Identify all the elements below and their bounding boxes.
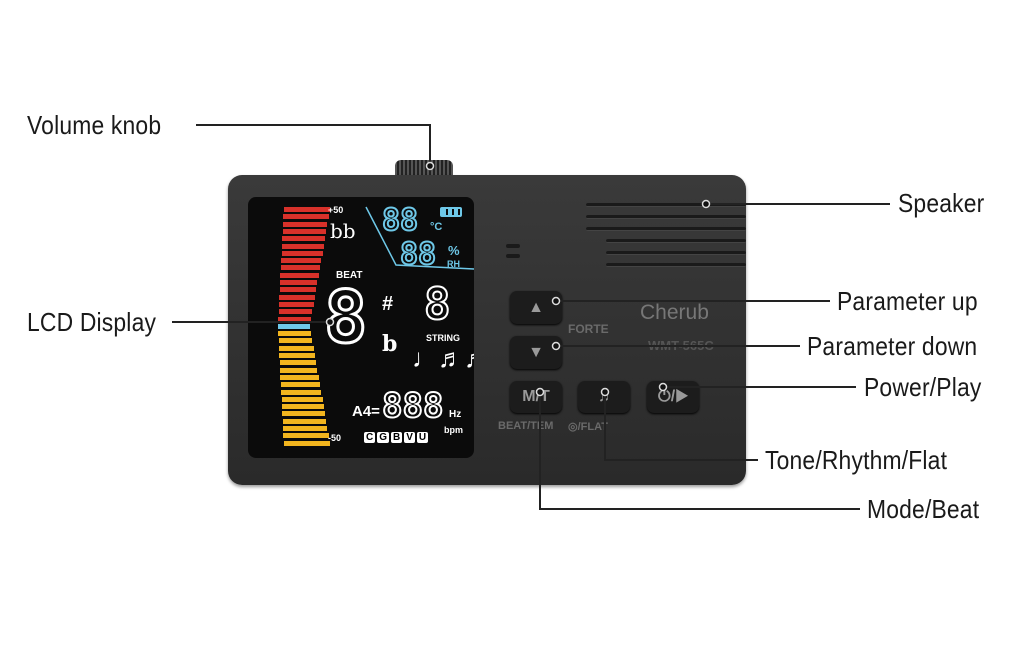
meter-bar-flat bbox=[280, 374, 319, 380]
flat-symbol: b bbox=[382, 331, 398, 357]
meter-bar-sharp bbox=[282, 228, 327, 234]
meter-bar-sharp bbox=[282, 221, 328, 227]
label-power-play: Power/Play bbox=[864, 372, 982, 402]
meter-bar-flat bbox=[279, 360, 317, 366]
meter-bar-flat bbox=[282, 418, 327, 424]
rhythm-notes-icon: ♩♬♬♪ bbox=[412, 343, 474, 373]
meter-bar-flat bbox=[279, 353, 315, 358]
meter-bar-flat bbox=[281, 404, 324, 410]
mode-v: V bbox=[404, 432, 415, 443]
bpm-label: bpm bbox=[444, 425, 463, 435]
meter-bar-sharp bbox=[278, 309, 313, 315]
hz-label: Hz bbox=[449, 409, 462, 420]
sharp-symbol: # bbox=[382, 293, 394, 315]
string-label: STRING bbox=[426, 333, 461, 343]
meter-bar-flat bbox=[278, 331, 312, 337]
label-parameter-down: Parameter down bbox=[807, 331, 978, 361]
double-flat-symbol: bb bbox=[330, 219, 356, 243]
mode-u: U bbox=[416, 432, 429, 443]
meter-bar-center bbox=[278, 323, 310, 329]
lcd-divider bbox=[365, 206, 474, 270]
label-speaker: Speaker bbox=[898, 188, 985, 218]
mode-g: G bbox=[377, 432, 390, 443]
plus50-label: +50 bbox=[328, 205, 344, 215]
meter-bar-flat bbox=[279, 345, 314, 351]
meter-bar-flat bbox=[281, 389, 322, 395]
temperature-unit: °C bbox=[430, 221, 443, 233]
parameter-up-button[interactable]: ▲ bbox=[510, 291, 562, 324]
label-lcd-display: LCD Display bbox=[27, 307, 157, 337]
speaker-grille bbox=[586, 203, 746, 275]
meter-bar-sharp bbox=[281, 250, 323, 256]
meter-bar-flat bbox=[278, 338, 313, 344]
frequency-digits: 888 bbox=[381, 386, 444, 426]
beat-label: BEAT bbox=[336, 270, 363, 281]
label-tone-rhythm-flat: Tone/Rhythm/Flat bbox=[765, 445, 948, 475]
meter-bar-sharp bbox=[279, 287, 317, 293]
parameter-down-button[interactable]: ▼ bbox=[510, 336, 562, 369]
lcd-display: +50 -50 bb 88 °C 88 % RH BEAT 8 # b 8 ST… bbox=[248, 197, 474, 458]
meter-bar-sharp bbox=[283, 214, 329, 220]
a4-label: A4= bbox=[352, 403, 380, 420]
meter-bar-flat bbox=[283, 433, 329, 439]
meter-bar-flat bbox=[282, 426, 328, 431]
meter-bar-sharp bbox=[281, 243, 324, 249]
forte-label: FORTE bbox=[568, 322, 609, 336]
meter-bar-sharp bbox=[283, 207, 330, 212]
mode-c: C bbox=[364, 432, 376, 443]
meter-bar-sharp bbox=[280, 280, 318, 285]
meter-bar-flat bbox=[280, 382, 320, 388]
mode-beat-button[interactable]: M/T bbox=[510, 381, 562, 413]
temperature-digits: 88 bbox=[381, 202, 419, 239]
meter-bar-flat bbox=[283, 440, 330, 446]
humidity-digits: 88 bbox=[399, 236, 437, 273]
meter-bar-sharp bbox=[282, 236, 325, 242]
label-volume-knob: Volume knob bbox=[27, 110, 162, 140]
note-digit: 8 bbox=[322, 275, 368, 359]
meter-bar-sharp bbox=[280, 265, 320, 271]
mode-b: B bbox=[391, 432, 403, 443]
meter-bar-flat bbox=[280, 367, 318, 373]
meter-bar-sharp bbox=[280, 272, 319, 278]
brand-logo: Cherub bbox=[640, 301, 709, 324]
meter-bar-flat bbox=[282, 411, 325, 417]
meter-bar-sharp bbox=[278, 316, 312, 322]
tone-sublabel: ◎/FLAT bbox=[568, 421, 608, 433]
meter-bar-sharp bbox=[279, 294, 315, 300]
label-mode-beat: Mode/Beat bbox=[867, 494, 980, 524]
rh-label: RH bbox=[447, 259, 460, 269]
humidity-unit: % bbox=[448, 243, 460, 258]
battery-icon bbox=[440, 207, 462, 217]
string-digit: 8 bbox=[423, 279, 451, 330]
meter-bar-sharp bbox=[279, 301, 314, 307]
meter-bar-flat bbox=[281, 396, 323, 402]
minus50-label: -50 bbox=[328, 433, 342, 443]
label-parameter-up: Parameter up bbox=[837, 286, 978, 316]
meter-bar-sharp bbox=[281, 258, 322, 264]
